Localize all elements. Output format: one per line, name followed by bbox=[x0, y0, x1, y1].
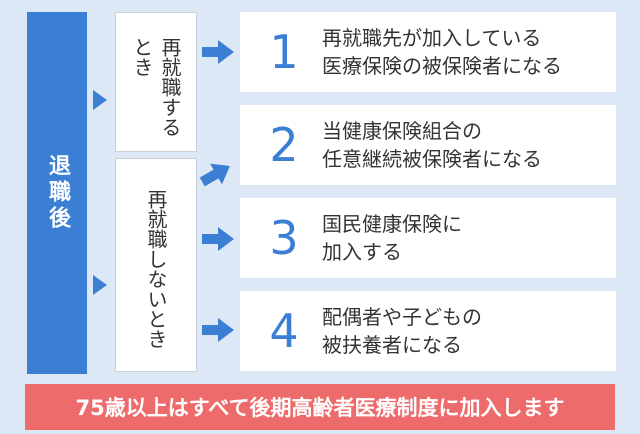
option-3-box: 3 国民健康保険に 加入する bbox=[240, 198, 616, 278]
retirement-label: 退職後 bbox=[45, 154, 70, 232]
option-number: 2 bbox=[269, 118, 299, 172]
option-text: 再就職先が加入している 医療保険の被保険者になる bbox=[322, 24, 562, 80]
option-line: 国民健康保険に bbox=[322, 212, 462, 236]
option-1-box: 1 再就職先が加入している 医療保険の被保険者になる bbox=[240, 12, 616, 92]
condition-reemployed-box: 再就職するとき bbox=[115, 12, 197, 152]
option-number: 4 bbox=[269, 304, 299, 358]
option-text: 当健康保険組合の 任意継続被保険者になる bbox=[322, 117, 542, 173]
option-line: 医療保険の被保険者になる bbox=[322, 54, 562, 78]
option-number: 3 bbox=[269, 211, 299, 265]
option-line: 任意継続被保険者になる bbox=[322, 147, 542, 171]
right-arrow-icon bbox=[202, 318, 234, 342]
condition-not-reemployed-label: 再就職しないとき bbox=[144, 189, 168, 349]
option-line: 再就職先が加入している bbox=[322, 26, 542, 50]
right-arrow-icon bbox=[202, 40, 234, 64]
option-text: 配偶者や子どもの 被扶養者になる bbox=[322, 303, 482, 359]
notice-text: 75歳以上はすべて後期高齢者医療制度に加入します bbox=[75, 396, 565, 420]
option-line: 被扶養者になる bbox=[322, 333, 462, 357]
option-4-box: 4 配偶者や子どもの 被扶養者になる bbox=[240, 291, 616, 371]
condition-reemployed-label: 再就職するとき bbox=[130, 37, 182, 137]
option-line: 当健康保険組合の bbox=[322, 119, 482, 143]
option-text: 国民健康保険に 加入する bbox=[322, 210, 462, 266]
option-line: 加入する bbox=[322, 240, 402, 264]
retirement-box: 退職後 bbox=[27, 12, 87, 374]
option-line: 配偶者や子どもの bbox=[322, 305, 482, 329]
right-arrow-icon bbox=[202, 227, 234, 251]
condition-not-reemployed-box: 再就職しないとき bbox=[115, 158, 197, 372]
up-right-arrow-icon bbox=[199, 163, 230, 187]
notice-banner: 75歳以上はすべて後期高齢者医療制度に加入します bbox=[25, 384, 615, 430]
option-number: 1 bbox=[269, 25, 299, 79]
option-2-box: 2 当健康保険組合の 任意継続被保険者になる bbox=[240, 105, 616, 185]
triangle-pointer-icon bbox=[93, 90, 107, 110]
triangle-pointer-icon bbox=[93, 275, 107, 295]
